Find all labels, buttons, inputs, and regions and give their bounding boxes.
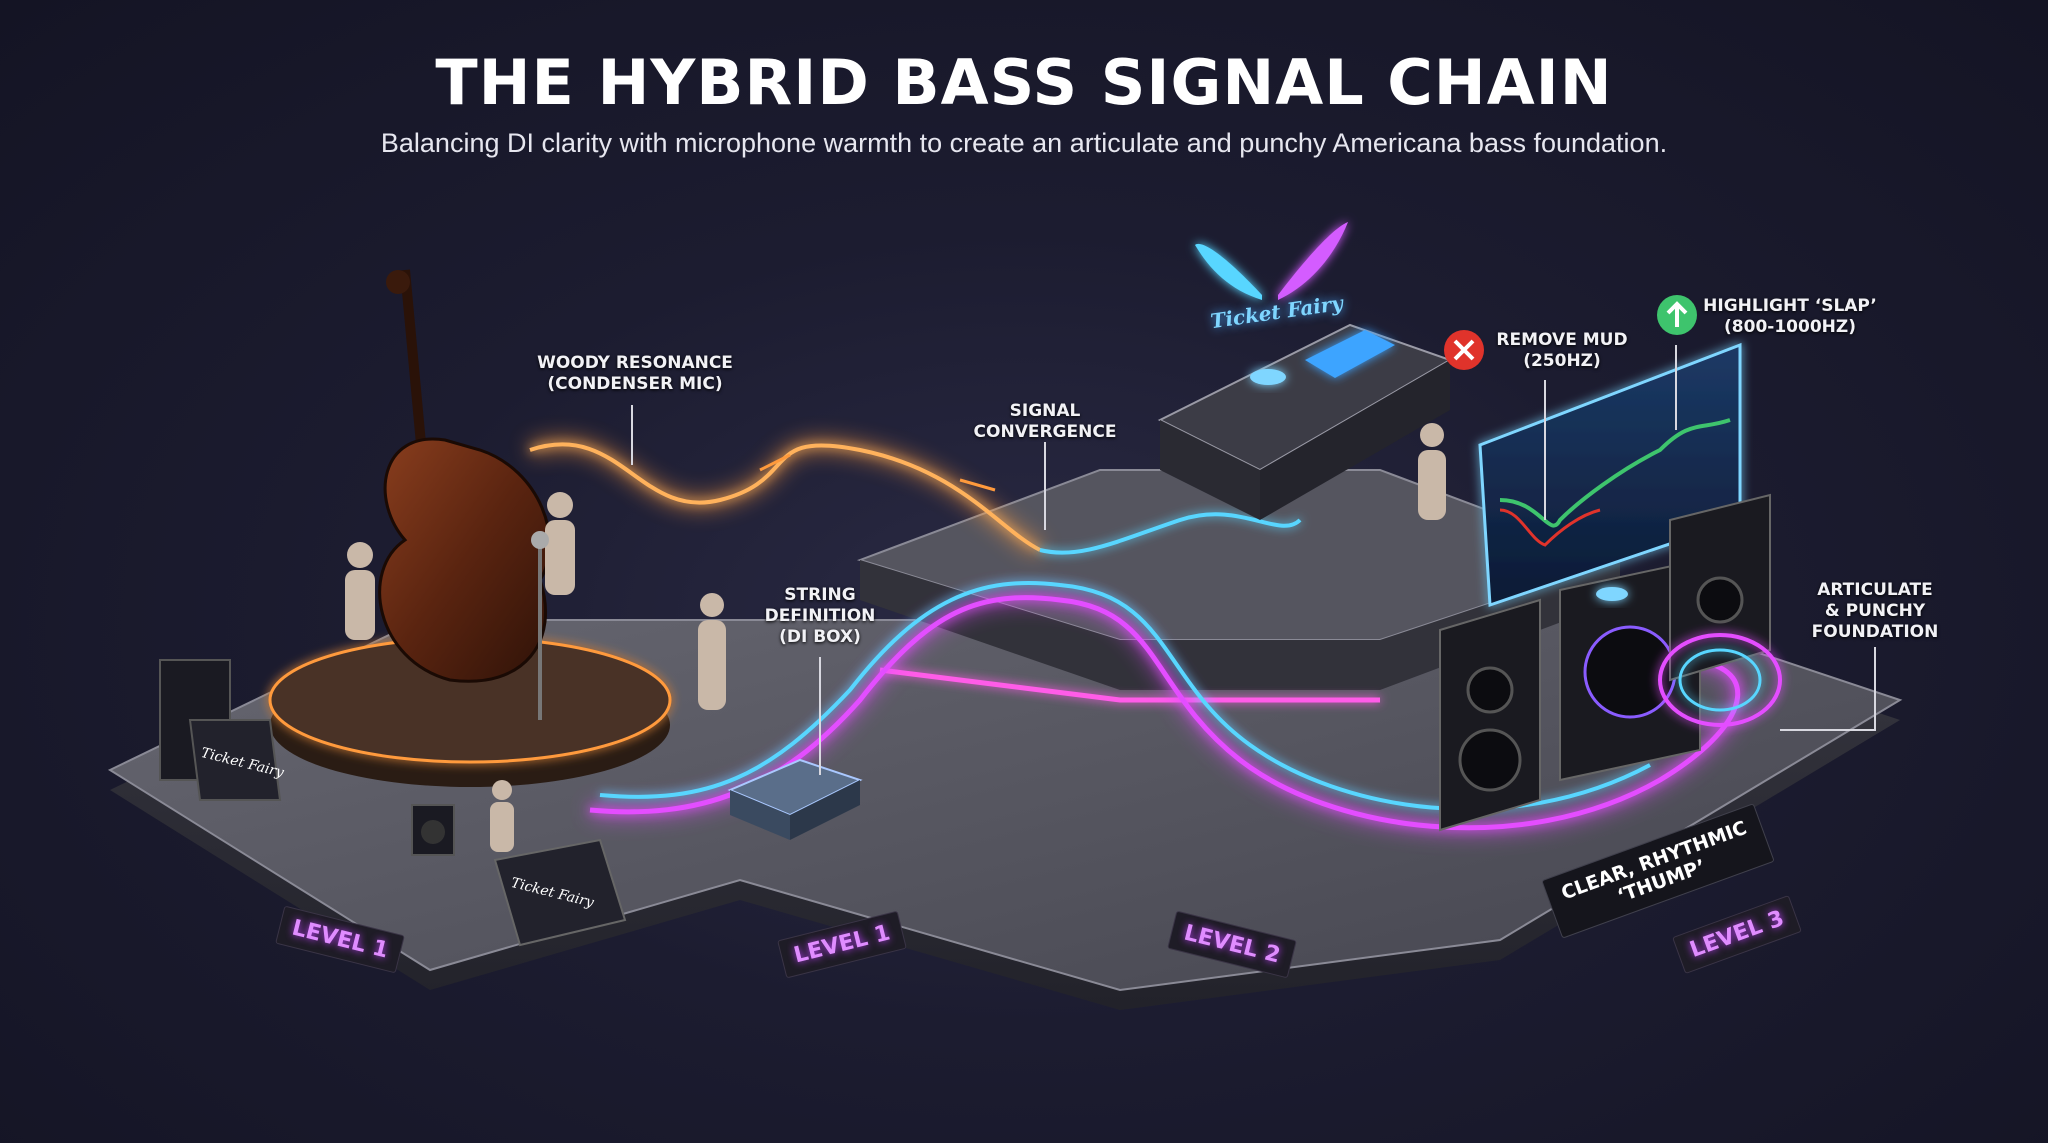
logo-wings-icon (1195, 222, 1348, 300)
page-title: THE HYBRID BASS SIGNAL CHAIN (435, 46, 1613, 119)
di-signal-path (589, 512, 1746, 836)
callout-signal-convergence: SIGNAL CONVERGENCE (973, 401, 1117, 442)
up-arrow-circle-icon (1657, 295, 1697, 335)
callout-leaders (631, 345, 1876, 775)
callout-articulate-foundation: ARTICULATE & PUNCHY FOUNDATION (1811, 580, 1939, 642)
condenser-mic-icon (531, 531, 549, 720)
studio-monitors (1439, 493, 1771, 832)
di-box-icon (727, 758, 863, 840)
double-bass-icon (378, 269, 552, 683)
flight-cases (159, 659, 627, 947)
musician-figures (345, 423, 1446, 852)
callout-string-definition: STRING DEFINITION (DI BOX) (764, 585, 876, 647)
callout-woody-resonance: WOODY RESONANCE (CONDENSER MIC) (537, 353, 733, 394)
x-circle-icon (1444, 330, 1484, 370)
bass-riser (268, 636, 672, 787)
page-subtitle: Balancing DI clarity with microphone war… (380, 128, 1668, 158)
mixing-console (1157, 323, 1453, 520)
output-swirl (1658, 633, 1782, 727)
mic-signal-path (527, 436, 1044, 558)
callout-remove-mud: REMOVE MUD (250HZ) (1496, 330, 1628, 371)
callout-highlight-slap: HIGHLIGHT ‘SLAP’ (800-1000HZ) (1703, 296, 1877, 337)
